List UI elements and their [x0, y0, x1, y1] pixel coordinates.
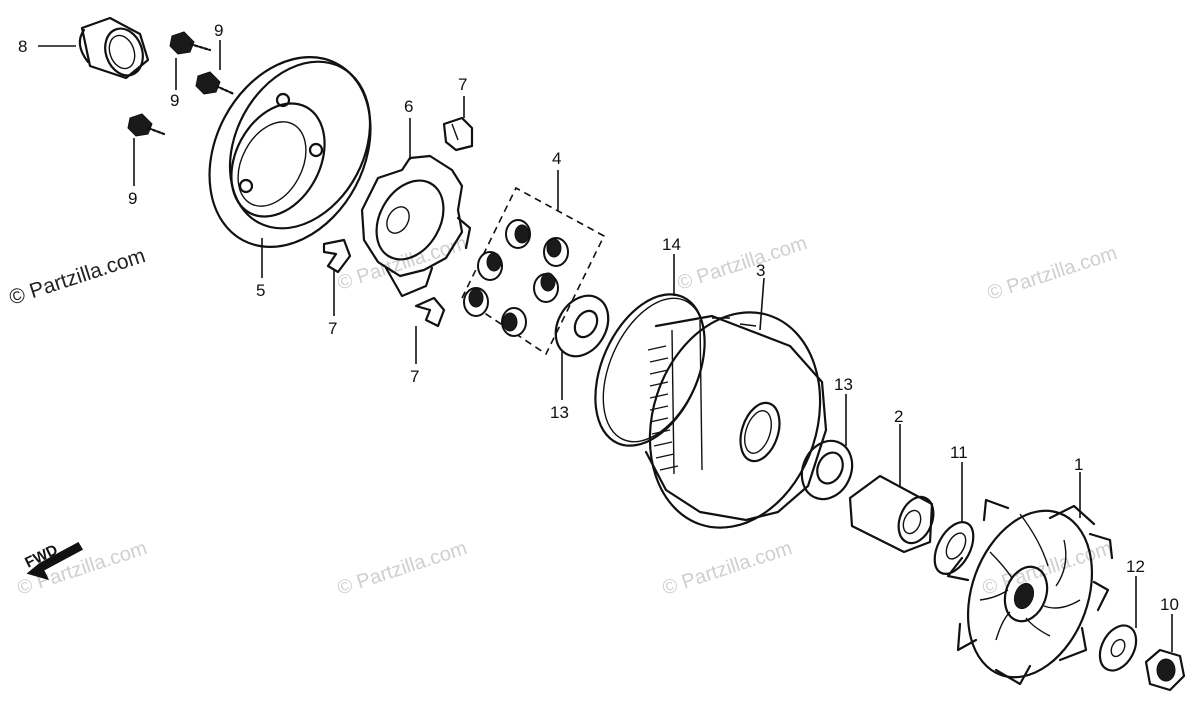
callout-13-b: 13 — [834, 375, 853, 394]
part-7-slider-b — [322, 238, 352, 274]
callout-5: 5 — [256, 281, 265, 300]
callout-7-b: 7 — [328, 319, 337, 338]
callout-14: 14 — [662, 235, 681, 254]
roller — [505, 219, 531, 249]
callout-13-a: 13 — [550, 403, 569, 422]
part-12-washer — [1098, 624, 1138, 672]
roller — [463, 287, 489, 317]
callout-1: 1 — [1074, 455, 1083, 474]
watermark: © Partzilla.com — [660, 537, 795, 600]
watermark: © Partzilla.com — [335, 232, 470, 295]
callout-11: 11 — [950, 443, 968, 462]
roller — [501, 307, 527, 337]
part-8-collar — [78, 16, 150, 80]
roller — [533, 272, 559, 303]
callout-4: 4 — [552, 149, 561, 168]
part-9-bolt-a — [169, 31, 212, 55]
leader-lines — [38, 40, 1173, 652]
part-5-plate — [208, 56, 372, 248]
callout-9-a: 9 — [170, 91, 179, 110]
callout-12: 12 — [1126, 557, 1145, 576]
part-7-slider-c — [414, 296, 446, 328]
callout-8: 8 — [18, 37, 27, 56]
part-13-washer-a — [554, 294, 610, 358]
watermark: © Partzilla.com — [675, 232, 810, 295]
watermark: © Partzilla.com — [985, 242, 1120, 305]
part-4-roller-set — [460, 186, 606, 356]
part-7-slider-a — [442, 116, 474, 152]
watermark-main: © Partzilla.com — [6, 244, 148, 310]
part-11-washer — [933, 521, 975, 575]
roller — [543, 237, 569, 267]
part-6-ramp-plate — [360, 154, 472, 298]
callout-7-a: 7 — [458, 75, 467, 94]
part-9-bolt-c — [127, 113, 166, 137]
watermark: © Partzilla.com — [335, 537, 470, 600]
part-1-fan — [946, 498, 1114, 686]
part-14-o-ring — [594, 293, 706, 447]
callout-6: 6 — [404, 97, 413, 116]
callout-2: 2 — [894, 407, 903, 426]
callout-10: 10 — [1160, 595, 1179, 614]
part-13-washer-b — [800, 439, 854, 501]
callout-9-c: 9 — [128, 189, 137, 208]
part-10-nut — [1144, 648, 1186, 692]
callout-7-c: 7 — [410, 367, 419, 386]
part-9-bolt-b — [195, 71, 236, 96]
part-3-drive-face — [644, 311, 828, 529]
callout-9-b: 9 — [214, 21, 223, 40]
callout-labels: 8 9 9 9 5 6 7 7 7 4 13 14 3 13 2 11 1 12… — [18, 21, 1179, 614]
callout-3: 3 — [756, 261, 765, 280]
part-2-collar — [848, 474, 935, 554]
roller — [477, 251, 503, 281]
